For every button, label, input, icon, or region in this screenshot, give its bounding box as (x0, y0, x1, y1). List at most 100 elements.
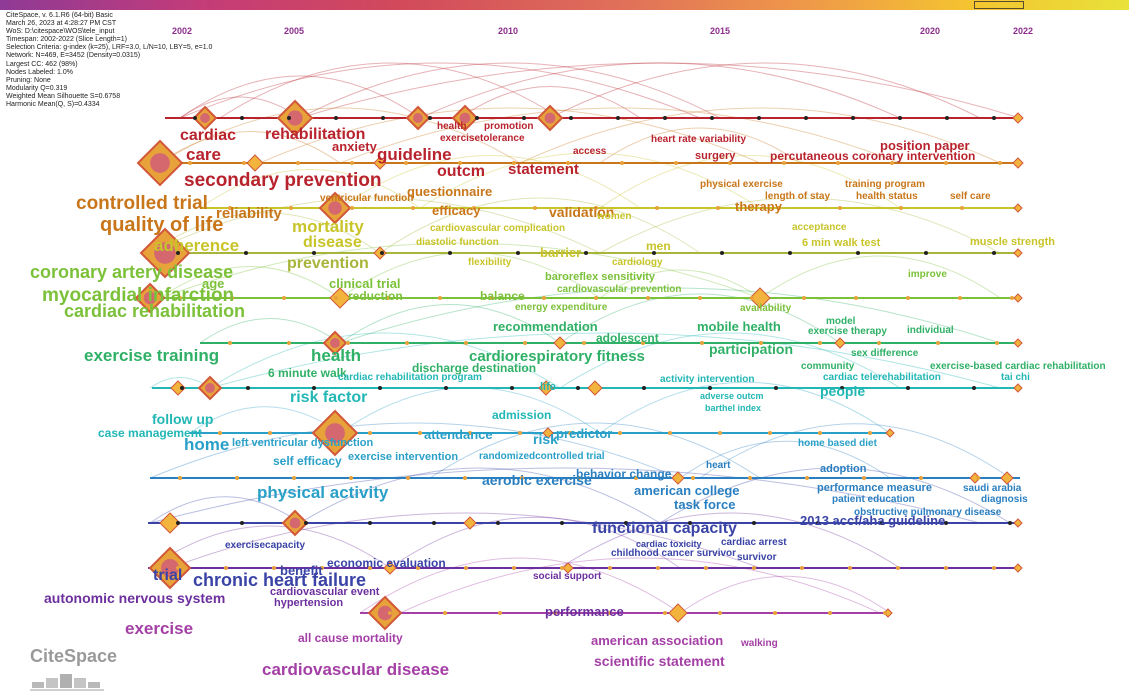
keyword-label[interactable]: case management (98, 426, 203, 440)
keyword-node[interactable] (383, 561, 397, 575)
keyword-label[interactable]: economic evaluation (327, 556, 446, 570)
keyword-label[interactable]: balance (480, 289, 525, 303)
keyword-label[interactable]: age (202, 276, 225, 291)
keyword-label[interactable]: adoption (820, 463, 867, 475)
keyword-label[interactable]: cardiology (612, 257, 663, 268)
keyword-label[interactable]: benefit (280, 563, 323, 578)
keyword-label[interactable]: trial (153, 567, 183, 584)
keyword-label[interactable]: health (437, 121, 467, 132)
keyword-label[interactable]: social support (533, 571, 602, 582)
keyword-label[interactable]: energy expenditure (515, 302, 608, 313)
keyword-node[interactable] (834, 337, 846, 349)
keyword-label[interactable]: exercise intervention (348, 451, 459, 463)
keyword-label[interactable]: sex difference (851, 348, 919, 359)
keyword-label[interactable]: physical exercise (700, 179, 783, 190)
keyword-label[interactable]: muscle strength (970, 236, 1055, 248)
keyword-label[interactable]: home (184, 435, 230, 454)
keyword-label[interactable]: performance measure (817, 482, 932, 494)
keyword-label[interactable]: quality of life (100, 214, 224, 236)
keyword-label[interactable]: disease (303, 234, 362, 251)
keyword-label[interactable]: heart rate variability (651, 134, 747, 145)
keyword-label[interactable]: functional capacity (592, 520, 737, 537)
keyword-node[interactable] (170, 380, 186, 396)
keyword-label[interactable]: rehabilitation (265, 126, 366, 143)
keyword-label[interactable]: individual (907, 325, 954, 336)
keyword-label[interactable]: reliability (216, 205, 282, 222)
keyword-label[interactable]: childhood cancer survivor (611, 548, 737, 559)
keyword-node[interactable] (373, 156, 387, 170)
keyword-label[interactable]: hypertension (274, 597, 344, 609)
keyword-label[interactable]: adherence (154, 236, 240, 255)
keyword-label[interactable]: recommendation (493, 319, 598, 334)
keyword-node[interactable] (1013, 563, 1023, 573)
keyword-label[interactable]: health (311, 346, 362, 365)
keyword-label[interactable]: walking (741, 638, 778, 649)
keyword-label[interactable]: participation (709, 341, 794, 357)
keyword-label[interactable]: obstructive pulmonary disease (854, 507, 1002, 518)
keyword-label[interactable]: controlled trial (76, 193, 208, 214)
keyword-label[interactable]: tai chi (1001, 372, 1030, 383)
keyword-label[interactable]: predictor (556, 426, 613, 441)
keyword-label[interactable]: statement (508, 161, 579, 178)
keyword-label[interactable]: health status (856, 191, 918, 202)
keyword-label[interactable]: percutaneous coronary intervention (770, 149, 976, 163)
keyword-label[interactable]: self care (950, 191, 991, 202)
keyword-label[interactable]: risk (533, 431, 558, 447)
keyword-label[interactable]: cardiovascular complication (430, 223, 566, 234)
keyword-node[interactable] (1013, 203, 1023, 213)
keyword-label[interactable]: saudi arabia (963, 483, 1022, 494)
keyword-node[interactable] (1013, 338, 1023, 348)
keyword-label[interactable]: guideline (377, 145, 452, 164)
keyword-label[interactable]: adolescent (596, 331, 659, 345)
keyword-label[interactable]: cardiac (180, 127, 237, 144)
timeline-selection-box[interactable] (974, 1, 1024, 9)
keyword-node[interactable] (885, 428, 895, 438)
keyword-label[interactable]: exercise training (84, 346, 220, 365)
keyword-node[interactable] (329, 287, 351, 309)
keyword-label[interactable]: efficacy (432, 203, 481, 218)
keyword-label[interactable]: discharge destination (412, 361, 537, 375)
keyword-label[interactable]: cardiovascular prevention (557, 284, 682, 295)
keyword-node[interactable] (668, 603, 688, 623)
keyword-label[interactable]: length of stay (765, 191, 831, 202)
keyword-label[interactable]: exercisetolerance (440, 133, 525, 144)
keyword-label[interactable]: coronary artery disease (30, 262, 234, 282)
keyword-label[interactable]: exercise (125, 619, 194, 638)
keyword-label[interactable]: survivor (737, 552, 777, 563)
keyword-label[interactable]: autonomic nervous system (44, 590, 226, 606)
keyword-label[interactable]: 6 min walk test (802, 237, 881, 249)
keyword-label[interactable]: barrier (540, 245, 582, 260)
keyword-label[interactable]: exercisecapacity (225, 540, 306, 551)
keyword-label[interactable]: availability (740, 303, 792, 314)
keyword-label[interactable]: cardiorespiratory fitness (469, 348, 645, 365)
keyword-label[interactable]: surgery (695, 150, 736, 162)
keyword-node[interactable] (1012, 157, 1024, 169)
keyword-node[interactable] (587, 380, 603, 396)
keyword-node[interactable] (749, 287, 771, 309)
keyword-node[interactable] (1012, 112, 1024, 124)
keyword-label[interactable]: women (597, 211, 632, 222)
keyword-label[interactable]: attendance (424, 427, 493, 442)
keyword-label[interactable]: life (540, 381, 556, 393)
keyword-label[interactable]: diastolic function (416, 237, 499, 248)
keyword-label[interactable]: activity intervention (660, 374, 755, 385)
keyword-label[interactable]: myocardial infarction (42, 285, 235, 306)
keyword-node[interactable] (1013, 293, 1023, 303)
keyword-label[interactable]: self efficacy (273, 454, 342, 468)
keyword-node[interactable] (1013, 518, 1023, 528)
keyword-label[interactable]: exercise therapy (808, 326, 887, 337)
keyword-label[interactable]: anxiety (332, 139, 377, 154)
keyword-label[interactable]: follow up (152, 411, 214, 427)
keyword-label[interactable]: 6 minute walk (268, 366, 347, 380)
keyword-node[interactable] (538, 380, 554, 396)
keyword-label[interactable]: baroreflex sensitivity (545, 271, 656, 283)
keyword-label[interactable]: chronic heart failure (193, 570, 367, 590)
keyword-label[interactable]: prevention (287, 255, 369, 272)
keyword-label[interactable]: care (186, 145, 221, 164)
keyword-label[interactable]: secondary prevention (184, 170, 382, 191)
keyword-node[interactable] (159, 512, 181, 534)
keyword-label[interactable]: cardiac toxicity (636, 539, 702, 549)
keyword-label[interactable]: diagnosis (981, 494, 1028, 505)
keyword-label[interactable]: randomizedcontrolled trial (479, 451, 605, 462)
keyword-label[interactable]: american association (591, 633, 724, 648)
